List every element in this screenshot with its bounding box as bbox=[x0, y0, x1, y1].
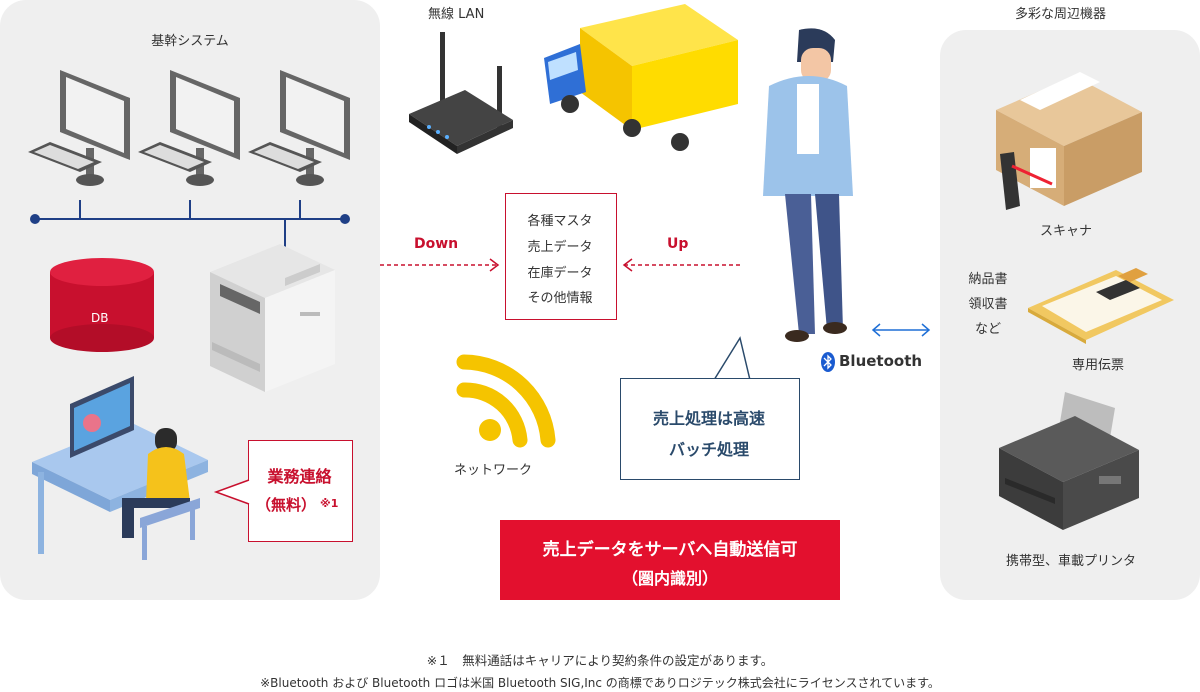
slip-note-1: 納品書 bbox=[968, 272, 1008, 287]
business-call-line2: （無料） bbox=[256, 496, 317, 514]
data-item-other: その他情報 bbox=[527, 291, 593, 306]
mobile-printer-icon bbox=[999, 392, 1139, 530]
peripherals-title: 多彩な周辺機器 bbox=[1015, 7, 1107, 22]
down-arrow bbox=[380, 258, 500, 272]
network-label: ネットワーク bbox=[454, 463, 533, 478]
business-call-note-mark: ※1 bbox=[320, 497, 339, 510]
copier-icon bbox=[210, 244, 335, 392]
workstation-icon bbox=[28, 70, 130, 186]
delivery-truck-icon bbox=[544, 4, 738, 151]
wireless-lan-label: 無線 LAN bbox=[428, 7, 485, 22]
workstation-icon bbox=[138, 70, 240, 186]
data-item-sales: 売上データ bbox=[527, 240, 593, 255]
slip-note-3: など bbox=[974, 322, 1001, 337]
up-label: Up bbox=[667, 236, 689, 252]
footnote-2: ※Bluetooth および Bluetooth ロゴは米国 Bluetooth… bbox=[260, 676, 940, 690]
sales-processing-callout bbox=[620, 378, 800, 480]
auto-send-banner bbox=[500, 520, 840, 600]
wireless-router-icon bbox=[409, 32, 513, 154]
bluetooth-label: Bluetooth bbox=[839, 352, 923, 370]
bluetooth-icon bbox=[821, 352, 835, 372]
db-label: DB bbox=[91, 311, 109, 325]
scanner-label: スキャナ bbox=[1040, 224, 1093, 239]
sales-callout-line2: バッチ処理 bbox=[668, 440, 749, 459]
employee-desk-icon bbox=[32, 376, 208, 560]
sales-person-icon bbox=[763, 28, 853, 342]
printer-label: 携帯型、車載プリンタ bbox=[1006, 554, 1137, 569]
auto-send-line2: （圏内識別） bbox=[621, 569, 718, 588]
slip-note-2: 領収書 bbox=[968, 297, 1008, 312]
bluetooth-link-arrow bbox=[871, 323, 931, 337]
core-system-title: 基幹システム bbox=[151, 34, 229, 49]
pc-workstations bbox=[28, 70, 350, 186]
data-item-stock: 在庫データ bbox=[527, 266, 593, 281]
footnote-1: ※１ 無料通話はキャリアにより契約条件の設定があります。 bbox=[426, 653, 774, 668]
business-call-line1: 業務連絡 bbox=[267, 467, 332, 486]
wifi-icon bbox=[456, 354, 556, 448]
auto-send-line1: 売上データをサーバへ自動送信可 bbox=[542, 540, 798, 560]
up-arrow bbox=[622, 258, 742, 272]
sync-data-box bbox=[505, 193, 617, 320]
sales-callout-pointer bbox=[712, 336, 751, 382]
down-label: Down bbox=[414, 236, 459, 252]
workstation-icon bbox=[248, 70, 350, 186]
scanner-box-icon bbox=[996, 72, 1142, 210]
database-icon bbox=[50, 258, 154, 352]
data-item-master: 各種マスタ bbox=[527, 214, 593, 229]
sales-callout-line1: 売上処理は高速 bbox=[652, 409, 765, 428]
network-bus-line bbox=[30, 200, 350, 265]
business-call-callout bbox=[248, 440, 353, 542]
slip-label: 専用伝票 bbox=[1072, 358, 1125, 373]
slip-clipboard-icon bbox=[1028, 268, 1174, 344]
callout-pointer bbox=[213, 479, 250, 505]
